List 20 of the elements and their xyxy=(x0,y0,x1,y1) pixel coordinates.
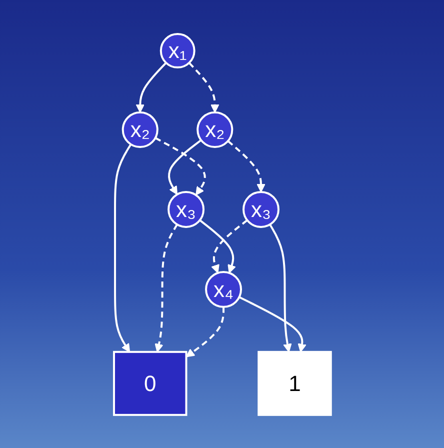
arrow xyxy=(238,296,306,352)
arrow xyxy=(226,140,265,192)
arrow xyxy=(114,143,132,352)
arrow xyxy=(198,218,236,273)
arrow xyxy=(268,224,292,352)
node-circle: x₂ xyxy=(196,110,233,148)
arrow xyxy=(210,218,248,273)
node-circle: x₃ xyxy=(167,190,204,228)
node-circle: x₂ xyxy=(121,110,158,148)
arrow xyxy=(154,224,178,352)
node-circle: x₄ xyxy=(204,270,242,308)
node-box: 0 xyxy=(112,350,187,416)
arrow xyxy=(168,138,202,194)
arrow xyxy=(188,62,219,112)
arrow xyxy=(135,62,166,112)
node-circle: x₃ xyxy=(242,190,280,228)
node-circle: x₁ xyxy=(159,32,195,68)
arrow xyxy=(185,306,224,357)
arrow xyxy=(154,136,206,195)
node-box: 1 xyxy=(257,350,332,416)
